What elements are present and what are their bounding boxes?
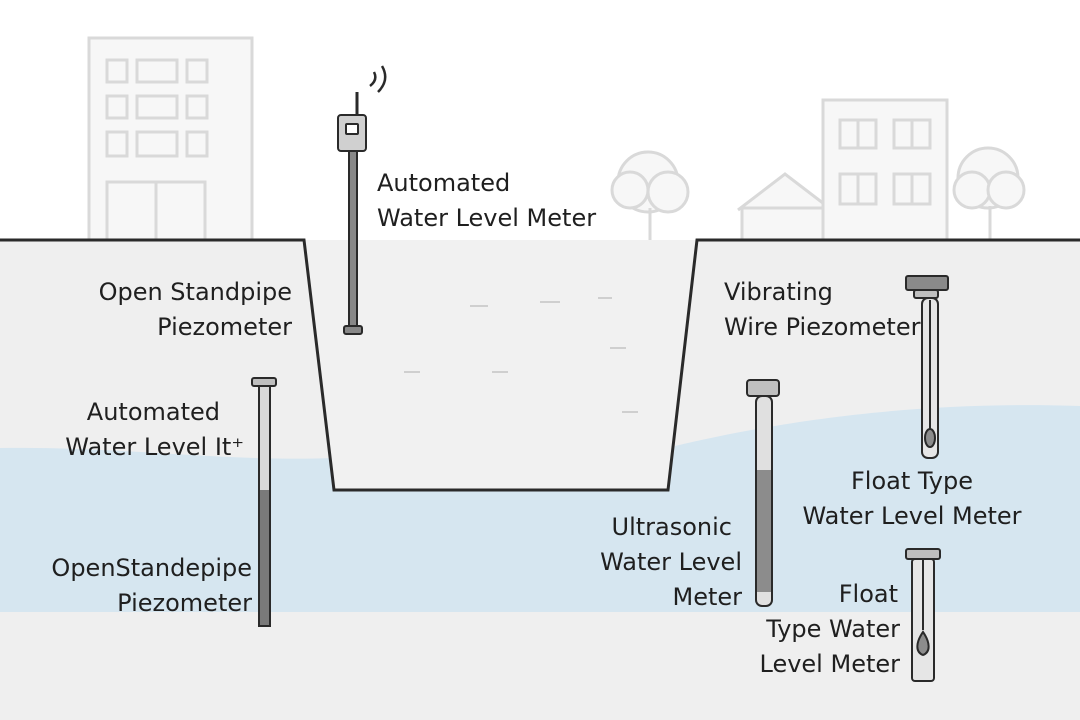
label-automated-water-level-meter-top: Automated Water Level Meter xyxy=(377,166,596,236)
label-ultrasonic-water-level-meter: Ultrasonic Water Level Meter xyxy=(580,510,742,615)
ground-outline xyxy=(0,238,1080,492)
background-building-right xyxy=(821,98,949,247)
label-line: Water Level xyxy=(600,548,742,576)
lower-soil xyxy=(0,612,1080,720)
label-line: Float Type xyxy=(850,467,974,495)
background-building-left xyxy=(87,36,254,242)
label-line: Open Standpipe xyxy=(98,278,292,306)
vibrating-wire-instrument xyxy=(905,275,949,459)
label-line: Vibrating xyxy=(724,278,833,306)
ultrasonic-instrument xyxy=(746,379,780,607)
excavation-pit xyxy=(304,240,697,490)
label-line: Ultrasonic xyxy=(611,513,732,541)
label-line: OpenStandepipe xyxy=(51,554,252,582)
background-house xyxy=(737,172,833,250)
label-line: Piezometer xyxy=(117,589,252,617)
water-ripples xyxy=(404,297,638,413)
label-line: Wire Piezometer xyxy=(724,313,921,341)
open-standpipe-instrument xyxy=(251,377,277,627)
automated-meter-instrument xyxy=(337,65,387,335)
label-vibrating-wire-piezometer: Vibrating Wire Piezometer xyxy=(724,275,920,345)
label-open-standpipe-piezometer-top: Open Standpipe Piezometer xyxy=(60,275,292,345)
label-float-type-water-level-meter-lower: Float Type Water Level Meter xyxy=(740,577,901,682)
label-line: Level Meter xyxy=(759,650,901,678)
label-line: Water Level Meter xyxy=(802,502,1022,530)
label-open-standpipe-piezometer-bottom: OpenStandepipe Piezometer xyxy=(20,551,252,621)
label-line: Water Level It⁺ xyxy=(65,433,244,461)
wireless-signal-icon xyxy=(369,65,387,93)
label-line: Float xyxy=(838,580,898,608)
label-line: Meter xyxy=(672,583,742,611)
float-type-instrument xyxy=(905,548,941,682)
label-line: Automated xyxy=(377,169,511,197)
label-float-type-water-level-meter-upper: Float Type Water Level Meter xyxy=(800,464,1024,534)
label-automated-water-level-left: Automated Water Level It⁺ xyxy=(30,395,244,465)
label-line: Type Water xyxy=(766,615,900,643)
background-trees xyxy=(610,146,1026,250)
label-line: Automated xyxy=(86,398,220,426)
label-line: Water Level Meter xyxy=(377,204,597,232)
label-line: Piezometer xyxy=(157,313,292,341)
